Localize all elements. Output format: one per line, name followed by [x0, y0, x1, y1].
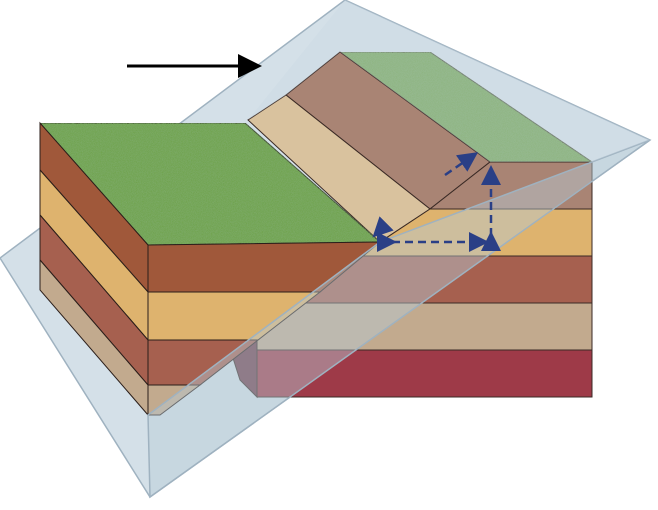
left-front-tan [147, 384, 202, 416]
dip-slip-arrow-lower [372, 216, 394, 238]
fault-plane-overlay-upper [248, 0, 650, 162]
displacement-arrows [372, 152, 501, 252]
dip-slip-arrow-upper [444, 152, 479, 177]
left-block [38, 121, 382, 417]
fault-plane-overlay [147, 139, 651, 499]
